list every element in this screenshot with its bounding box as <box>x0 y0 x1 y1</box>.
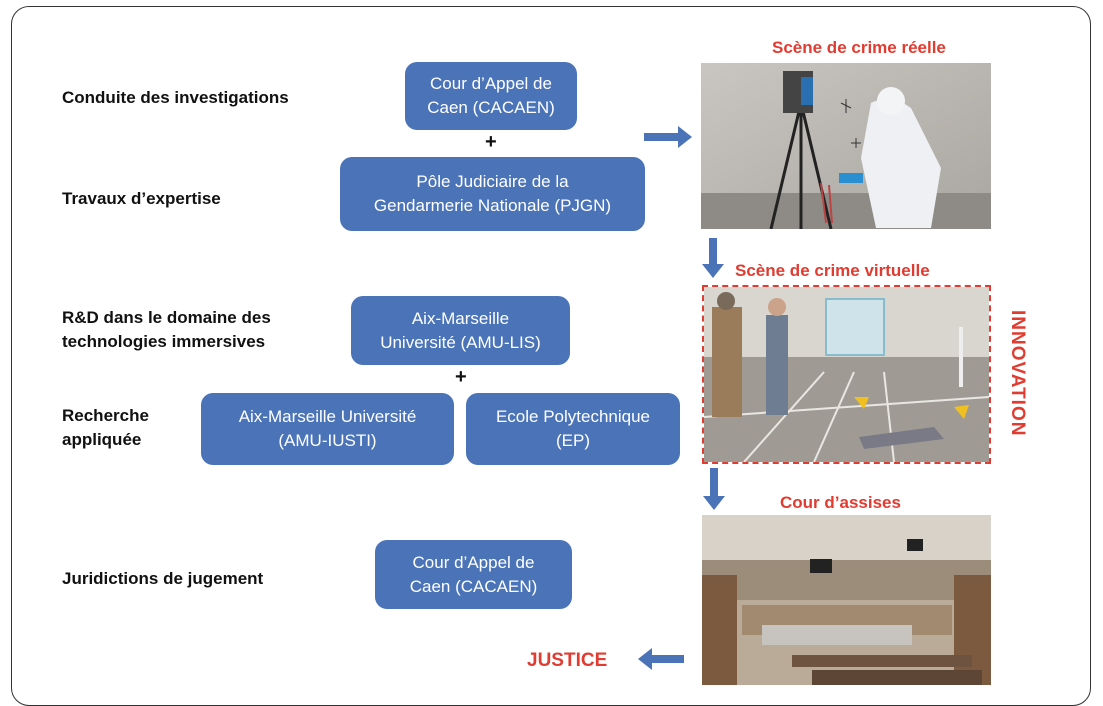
courtroom-photo <box>702 515 991 685</box>
plus-sign-top: + <box>485 131 497 153</box>
row-label-expertise: Travaux d’expertise <box>62 189 221 208</box>
box-cacaen-top-line1: Cour d’Appel de <box>430 74 552 93</box>
plus-sign-middle: + <box>455 366 467 388</box>
row-label-investigations: Conduite des investigations <box>62 88 289 107</box>
row-label-rd-line2: technologies immersives <box>62 332 266 351</box>
arrow-down-to-court <box>703 468 725 510</box>
box-pjgn-line1: Pôle Judiciaire de la <box>416 172 569 191</box>
virtual-crime-scene-image <box>704 287 989 462</box>
arrow-down-to-virtual-scene <box>702 238 724 278</box>
title-court: Cour d’assises <box>780 493 901 512</box>
box-ep: Ecole Polytechnique (EP) <box>466 393 680 465</box>
label-justice: JUSTICE <box>527 650 608 671</box>
row-label-rd: R&D dans le domaine des technologies imm… <box>62 306 271 354</box>
title-real-scene: Scène de crime réelle <box>772 38 946 57</box>
box-cacaen-top-line2: Caen (CACAEN) <box>427 98 555 117</box>
box-amu-lis-line1: Aix-Marseille <box>411 308 510 328</box>
box-cacaen-top: Cour d’Appel de Caen (CACAEN) <box>405 62 577 130</box>
row-label-rd-line1: R&D dans le domaine des <box>62 308 271 327</box>
arrow-left-to-justice <box>638 648 684 670</box>
box-amu-lis: Aix-Marseille Université (AMU-LIS) <box>351 296 570 365</box>
box-amu-iusti-line2: (AMU-IUSTI) <box>278 431 377 450</box>
virtual-crime-scene-photo <box>702 285 991 464</box>
row-label-applied: Recherche appliquée <box>62 404 149 452</box>
box-cacaen-bottom: Cour d’Appel de Caen (CACAEN) <box>375 540 572 609</box>
box-pjgn: Pôle Judiciaire de la Gendarmerie Nation… <box>340 157 645 231</box>
box-amu-lis-line2: Université (AMU-LIS) <box>380 332 541 352</box>
label-innovation: INNOVATION <box>1007 310 1028 437</box>
box-ep-line2: (EP) <box>555 431 590 450</box>
real-crime-scene-photo <box>701 63 991 229</box>
box-cacaen-bottom-line2: Caen (CACAEN) <box>409 576 538 596</box>
box-amu-iusti-line1: Aix-Marseille Université <box>238 407 417 426</box>
row-label-applied-line1: Recherche <box>62 406 149 425</box>
box-cacaen-bottom-line1: Cour d’Appel de <box>412 552 535 572</box>
row-label-applied-line2: appliquée <box>62 430 142 449</box>
real-crime-scene-image <box>701 63 991 229</box>
arrow-right-to-real-scene <box>644 126 692 148</box>
row-label-judgment: Juridictions de jugement <box>62 569 264 588</box>
box-amu-iusti: Aix-Marseille Université (AMU-IUSTI) <box>201 393 454 465</box>
box-ep-line1: Ecole Polytechnique <box>495 407 651 426</box>
box-pjgn-line2: Gendarmerie Nationale (PJGN) <box>373 196 612 215</box>
courtroom-image <box>702 515 991 685</box>
title-virtual-scene: Scène de crime virtuelle <box>735 261 930 280</box>
